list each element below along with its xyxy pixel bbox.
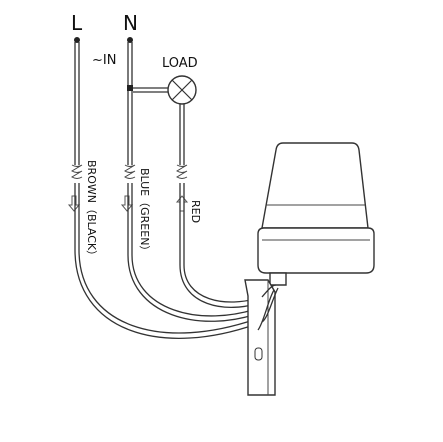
- brown-arrow-down-icon: [67, 195, 81, 212]
- load-lamp-icon: [167, 75, 197, 105]
- line-connector: [71, 164, 83, 179]
- neutral-terminal-label: N: [123, 11, 138, 35]
- red-wire-label: RED: [189, 200, 202, 223]
- line-wire: [74, 42, 80, 165]
- brown-wire: [74, 183, 263, 339]
- input-label: ~IN: [92, 53, 116, 68]
- sensor-base: [257, 227, 375, 274]
- blue-arrow-down-icon: [120, 195, 134, 212]
- red-connector: [176, 164, 188, 179]
- photocell-sensor: [244, 142, 375, 396]
- neutral-wire: [127, 42, 133, 165]
- brown-wire-label: BROWN（BLACK）: [85, 160, 98, 261]
- blue-wire-label: BLUE（GREEN）: [138, 168, 151, 256]
- line-terminal-dot: [74, 37, 80, 43]
- neutral-terminal-dot: [127, 37, 133, 43]
- neutral-junction: [127, 85, 133, 91]
- red-arrow-up-icon: [175, 195, 189, 212]
- load-to-red-wire: [179, 104, 185, 165]
- neutral-connector: [124, 164, 136, 179]
- load-label: LOAD: [162, 56, 198, 71]
- blue-wire: [127, 183, 263, 322]
- bracket-slot: [254, 347, 263, 361]
- line-terminal-label: L: [71, 11, 83, 35]
- sensor-dome: [261, 142, 369, 229]
- sensor-neck: [269, 272, 287, 286]
